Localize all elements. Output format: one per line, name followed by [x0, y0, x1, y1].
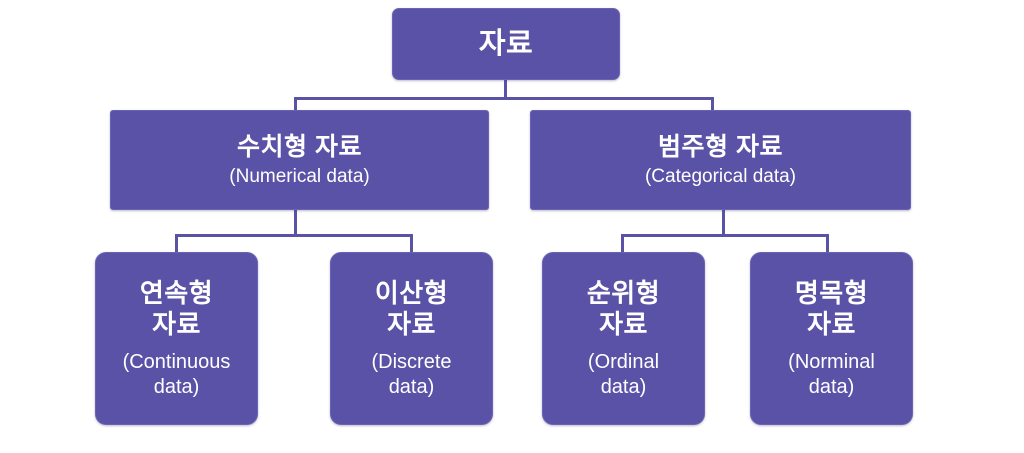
- connector-root-to-numerical: [294, 97, 297, 112]
- node-discrete-ko-line1: 이산형: [374, 277, 449, 308]
- connector-numerical-stem: [294, 210, 297, 236]
- connector-categorical-to-ordinal: [621, 234, 624, 254]
- node-nominal-en-line1: (Norminal: [788, 351, 875, 374]
- connector-categorical-horizontal-bar: [621, 234, 829, 237]
- connector-categorical-stem: [722, 210, 725, 236]
- node-numerical-data: 수치형 자료 (Numerical data): [110, 110, 489, 210]
- node-discrete-ko-line2: 자료: [387, 308, 436, 339]
- connector-root-to-categorical: [711, 97, 714, 112]
- node-nominal-ko-line1: 명목형: [794, 277, 869, 308]
- node-nominal-ko-line2: 자료: [807, 308, 856, 339]
- node-root-data: 자료: [392, 8, 620, 80]
- node-ordinal-en-line2: data): [600, 375, 647, 398]
- node-discrete-en-line2: data): [388, 375, 435, 398]
- node-ordinal-ko-line1: 순위형: [586, 277, 661, 308]
- node-ordinal-en-line1: (Ordinal: [587, 351, 660, 374]
- node-continuous-en-line2: data): [153, 375, 200, 398]
- connector-numerical-horizontal-bar: [175, 234, 413, 237]
- node-categorical-label-ko: 범주형 자료: [658, 132, 783, 161]
- node-continuous-ko-line2: 자료: [152, 308, 201, 339]
- node-continuous-ko-line1: 연속형: [139, 277, 214, 308]
- node-ordinal-ko-line2: 자료: [599, 308, 648, 339]
- connector-root-horizontal-bar: [294, 97, 714, 100]
- node-nominal-en-line2: data): [808, 375, 855, 398]
- node-categorical-data: 범주형 자료 (Categorical data): [530, 110, 911, 210]
- connector-numerical-to-continuous: [175, 234, 178, 254]
- node-root-label-ko: 자료: [478, 27, 534, 60]
- node-categorical-label-en: (Categorical data): [644, 165, 797, 187]
- node-numerical-label-ko: 수치형 자료: [237, 132, 362, 161]
- node-continuous-en-line1: (Continuous: [122, 351, 231, 374]
- connector-categorical-to-nominal: [826, 234, 829, 254]
- node-numerical-label-en: (Numerical data): [229, 165, 370, 187]
- connector-numerical-to-discrete: [410, 234, 413, 254]
- connector-root-stem: [504, 80, 507, 99]
- node-discrete-en-line1: (Discrete: [371, 351, 452, 374]
